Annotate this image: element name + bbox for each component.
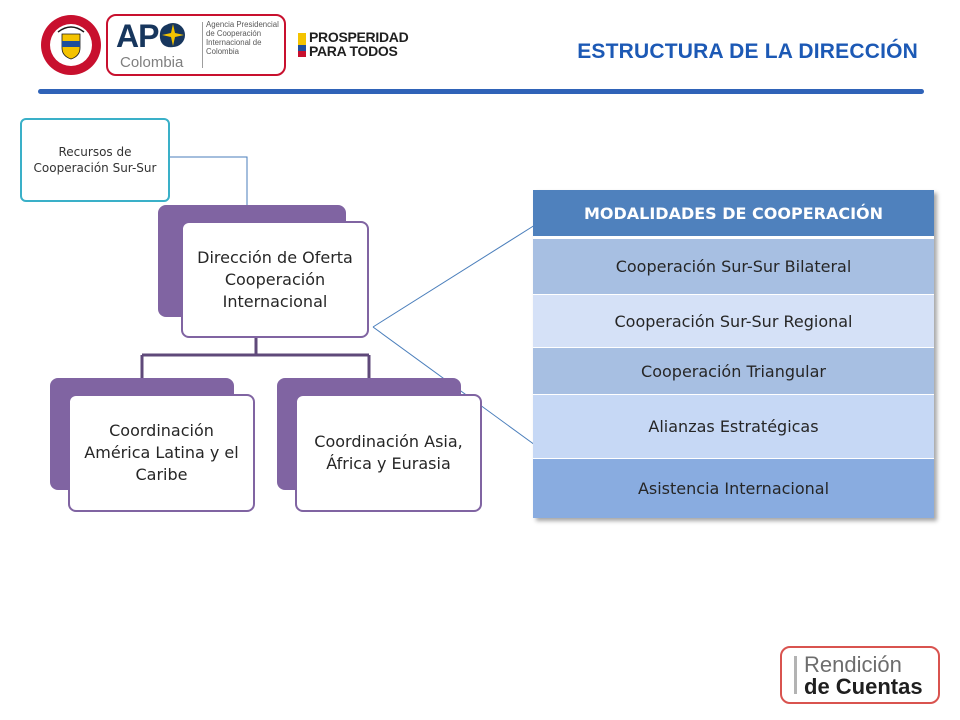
rendicion-logo-bar [794, 656, 797, 694]
compass-star-icon [161, 23, 185, 47]
side-note-connector [170, 156, 248, 205]
modalities-table: MODALIDADES DE COOPERACIÓN Cooperación S… [533, 190, 934, 518]
child-node-latam: Coordinación América Latina y el Caribe [68, 394, 255, 512]
callout-upper-line [372, 224, 536, 328]
side-note-box: Recursos de Cooperación Sur-Sur [20, 118, 170, 202]
apc-logo-country: Colombia [120, 54, 184, 71]
child-node-asia: Coordinación Asia, África y Eurasia [295, 394, 482, 512]
rendicion-line-1: Rendición [804, 652, 902, 677]
rendicion-line-2: de Cuentas [804, 674, 923, 699]
modality-row: Asistencia Internacional [533, 458, 934, 518]
prosperidad-para-todos-logo: PROSPERIDAD PARA TODOS [309, 29, 409, 59]
tree-connector [140, 338, 371, 378]
colombia-flag-icon [298, 33, 306, 57]
apc-logo-divider [202, 22, 203, 68]
colombia-seal-logo [41, 15, 101, 75]
modalities-header: MODALIDADES DE COOPERACIÓN [533, 190, 934, 238]
prosperidad-line-2: PARA TODOS [309, 43, 398, 59]
modality-row: Cooperación Triangular [533, 347, 934, 394]
apc-logo: APC Colombia Agencia Presidencial de Coo… [106, 14, 286, 76]
header-divider [38, 89, 924, 94]
apc-agency-name: Agencia Presidencial de Cooperación Inte… [206, 20, 279, 56]
root-node: Dirección de Oferta Cooperación Internac… [181, 221, 369, 338]
modality-row: Alianzas Estratégicas [533, 394, 934, 458]
page-title: ESTRUCTURA DE LA DIRECCIÓN [577, 40, 918, 63]
rendicion-de-cuentas-logo: Rendición de Cuentas [780, 646, 940, 704]
prosperidad-line-1: PROSPERIDAD [309, 29, 409, 45]
modality-row: Cooperación Sur-Sur Regional [533, 294, 934, 347]
modality-row: Cooperación Sur-Sur Bilateral [533, 238, 934, 294]
